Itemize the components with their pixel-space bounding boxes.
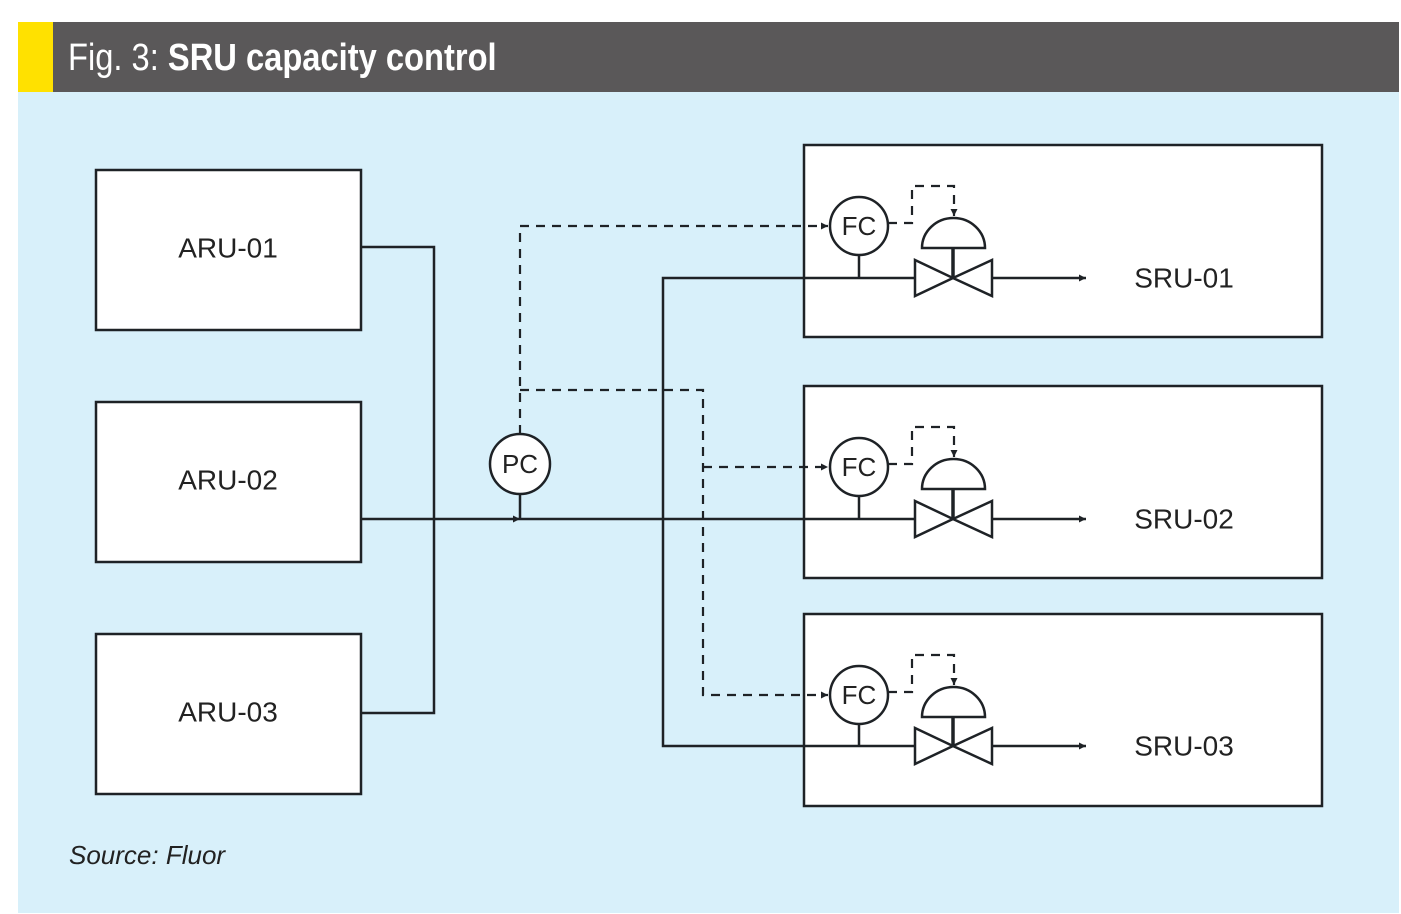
- aru-collector-line: [361, 245, 436, 715]
- source-note: Source: Fluor: [69, 840, 226, 870]
- pc-instrument-circle: [488, 432, 552, 496]
- fc-2-valve-signal: [888, 425, 958, 466]
- figure-title: Fig. 3: SRU capacity control: [68, 22, 497, 92]
- title-accent-bar: [18, 22, 53, 92]
- fc-1-instrument-circle: [828, 195, 890, 257]
- valve-3-actuator-icon: [920, 685, 987, 719]
- sru-box-2: [802, 384, 1324, 580]
- aru-box-2: [94, 400, 363, 564]
- valve-1-actuator-icon: [920, 216, 987, 250]
- aru-box-3: [94, 632, 363, 796]
- aru-label-1: ARU-01: [178, 233, 278, 264]
- aru-label-2: ARU-02: [178, 465, 278, 496]
- fc-1-valve-signal: [888, 184, 958, 225]
- sru-label-1: SRU-01: [1134, 263, 1234, 294]
- valve-3-body-icon: [913, 726, 994, 766]
- valve-2-body-icon: [913, 499, 994, 539]
- sru-box-1: [802, 143, 1324, 339]
- fc-3-valve-signal: [888, 653, 958, 694]
- sru-box-3: [802, 612, 1324, 808]
- sru-label-3: SRU-03: [1134, 731, 1234, 762]
- fc-2-label: FC: [842, 452, 877, 482]
- valve-1-body-icon: [913, 258, 994, 298]
- figure-number: Fig. 3:: [68, 37, 159, 79]
- fc-3-label: FC: [842, 680, 877, 710]
- fc-2-instrument-circle: [828, 436, 890, 498]
- distribution-bus: [661, 276, 804, 748]
- aru-box-1: [94, 168, 363, 332]
- figure-title-text: SRU capacity control: [167, 37, 497, 79]
- pc-signal-sru-01: [518, 222, 828, 434]
- fc-3-instrument-circle: [828, 664, 890, 726]
- pc-label: PC: [502, 449, 538, 479]
- pc-signal-sru-03: [520, 388, 828, 699]
- valve-2-actuator-icon: [920, 457, 987, 491]
- sru-label-2: SRU-02: [1134, 504, 1234, 535]
- title-bar: [53, 22, 1399, 92]
- aru-label-3: ARU-03: [178, 697, 278, 728]
- fc-1-label: FC: [842, 211, 877, 241]
